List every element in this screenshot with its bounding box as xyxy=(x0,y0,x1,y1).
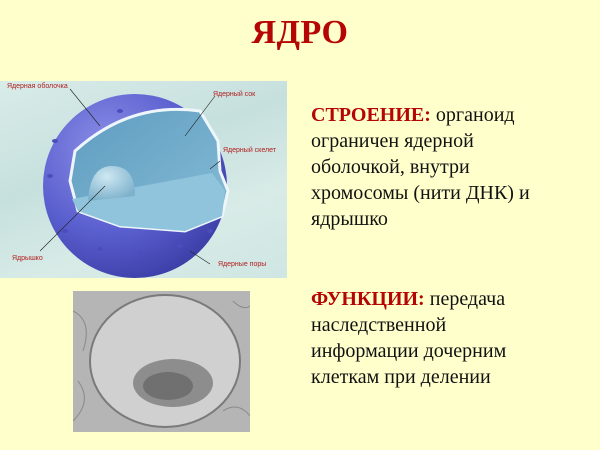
structure-keyword: СТРОЕНИЕ: xyxy=(311,104,431,126)
label-nucleolus: Ядрышко xyxy=(12,255,43,262)
label-nuclear-skeleton: Ядерный скелет xyxy=(223,147,276,154)
label-nuclear-sap: Ядерный сок xyxy=(213,91,256,98)
functions-keyword: ФУНКЦИИ: xyxy=(311,288,425,310)
label-nuclear-pores: Ядерные поры xyxy=(218,261,267,268)
micrograph-image xyxy=(73,291,250,432)
structure-line: хромосомы (нити ДНК) и xyxy=(311,182,530,204)
structure-line: ограничен ядерной xyxy=(311,130,474,152)
nucleus-micrograph xyxy=(73,291,250,432)
nucleus-cutaway-illustration xyxy=(39,88,230,278)
functions-line: передача xyxy=(424,288,506,310)
structure-paragraph: СТРОЕНИЕ: органоид ограничен ядерной обо… xyxy=(311,102,596,232)
structure-line: оболочкой, внутри xyxy=(311,156,470,178)
functions-paragraph: ФУНКЦИИ: передача наследственной информа… xyxy=(311,286,596,390)
structure-line: ядрышко xyxy=(311,208,388,230)
functions-line: клеткам при делении xyxy=(311,366,491,388)
structure-line: органоид xyxy=(430,104,515,126)
nucleus-diagram: Ядерная оболочка Ядерный сок Ядерный ске… xyxy=(0,81,287,278)
slide-title: ЯДРО xyxy=(251,14,349,51)
functions-line: информации дочерним xyxy=(311,340,507,362)
label-nuclear-envelope: Ядерная оболочка xyxy=(7,83,68,90)
functions-line: наследственной xyxy=(311,314,447,336)
